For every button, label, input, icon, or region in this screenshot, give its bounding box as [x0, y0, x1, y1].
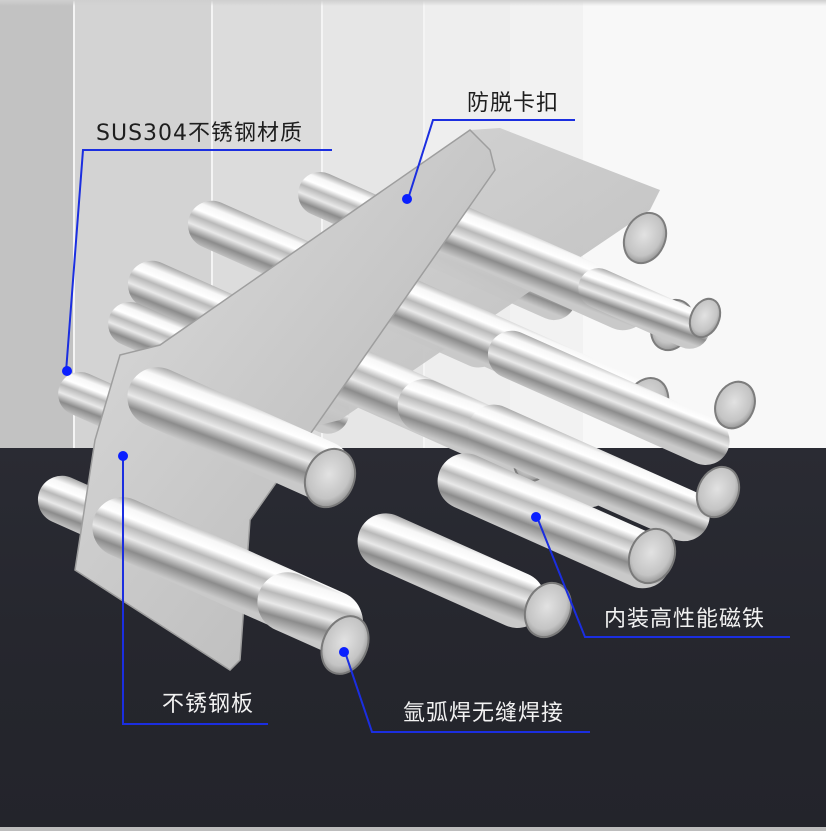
front-rods	[92, 367, 677, 675]
callout-label-material: SUS304不锈钢材质	[96, 121, 304, 146]
callout-dot-anti-detach-clip	[402, 194, 412, 204]
callout-dot-argon-weld	[339, 647, 349, 657]
callout-label-built-in-magnet: 内装高性能磁铁	[604, 607, 766, 632]
callout-lines	[65, 119, 790, 733]
callout-line-argon-weld	[344, 651, 590, 733]
callout-label-steel-plate: 不锈钢板	[162, 692, 255, 717]
callout-line-material	[65, 149, 332, 373]
backdrop-stripe	[0, 0, 75, 448]
callout-line-steel-plate	[122, 456, 268, 725]
callout-label-anti-detach-clip: 防脱卡扣	[467, 91, 560, 116]
callout-dot-material	[62, 366, 72, 376]
callout-dot-built-in-magnet	[531, 512, 541, 522]
callout-line-anti-detach-clip	[407, 119, 575, 200]
callout-dots	[62, 194, 541, 657]
callout-line-built-in-magnet	[536, 516, 790, 638]
callout-label-argon-weld: 氩弧焊无缝焊接	[403, 701, 565, 726]
top-shadow	[0, 0, 826, 6]
callout-dot-steel-plate	[118, 451, 128, 461]
